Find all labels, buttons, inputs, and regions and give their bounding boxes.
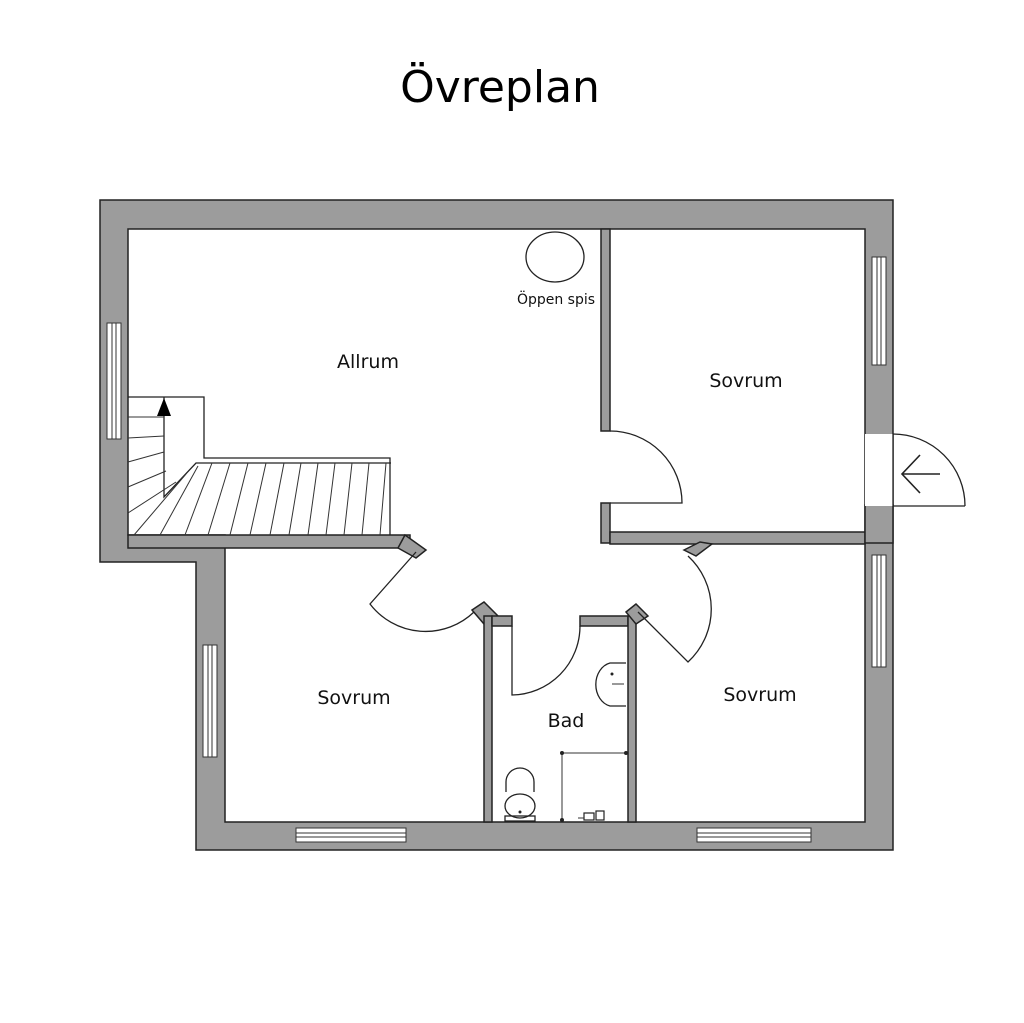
door-sovrum-bottom-left bbox=[369, 551, 475, 633]
window-bottom-left-sovrum bbox=[295, 827, 407, 843]
wall-stair-corner bbox=[396, 533, 428, 559]
wall-sovrum-right-corner bbox=[682, 541, 714, 557]
room-label-sovrum-bottom-left: Sovrum bbox=[317, 687, 390, 709]
window-left-sovrum bbox=[202, 644, 218, 758]
staircase bbox=[127, 396, 391, 536]
window-bottom-right-sovrum bbox=[696, 827, 812, 843]
plan-title: Övreplan bbox=[400, 61, 600, 113]
room-label-sovrum-bottom-right: Sovrum bbox=[723, 684, 796, 706]
wall-right-stub bbox=[864, 504, 894, 544]
fireplace-label: Öppen spis bbox=[517, 290, 595, 308]
wall-stair-bottom bbox=[127, 534, 411, 549]
room-label-bad: Bad bbox=[548, 710, 585, 732]
toilet-icon bbox=[504, 767, 536, 822]
wall-bad-right bbox=[627, 615, 637, 823]
room-label-sovrum-top-right: Sovrum bbox=[709, 370, 782, 392]
wall-bad-right-top bbox=[624, 602, 650, 625]
door-sovrum-top-right bbox=[609, 430, 683, 504]
wall-sovrum-corridor bbox=[609, 531, 866, 545]
fireplace-icon bbox=[525, 231, 585, 283]
washbasin-icon bbox=[595, 662, 626, 707]
wall-bad-door-stub-right bbox=[579, 615, 629, 627]
window-right-top-sovrum bbox=[871, 256, 887, 366]
door-bad bbox=[511, 625, 581, 696]
shower-icon bbox=[560, 751, 628, 822]
wall-allrum-sovrum bbox=[600, 228, 611, 432]
door-sovrum-bottom-right bbox=[637, 555, 712, 663]
room-label-allrum: Allrum bbox=[337, 351, 399, 373]
outer-walls bbox=[99, 199, 894, 851]
entrance-arrow-icon bbox=[900, 454, 940, 494]
wall-bad-door-stub-left bbox=[491, 615, 513, 627]
wall-bad-left bbox=[483, 615, 493, 823]
stair-up-arrow-icon bbox=[157, 398, 171, 416]
window-right-bottom-sovrum bbox=[871, 554, 887, 668]
exterior-door bbox=[865, 433, 966, 507]
window-left-allrum bbox=[106, 322, 122, 440]
wall-sovrum-stub bbox=[600, 502, 611, 544]
